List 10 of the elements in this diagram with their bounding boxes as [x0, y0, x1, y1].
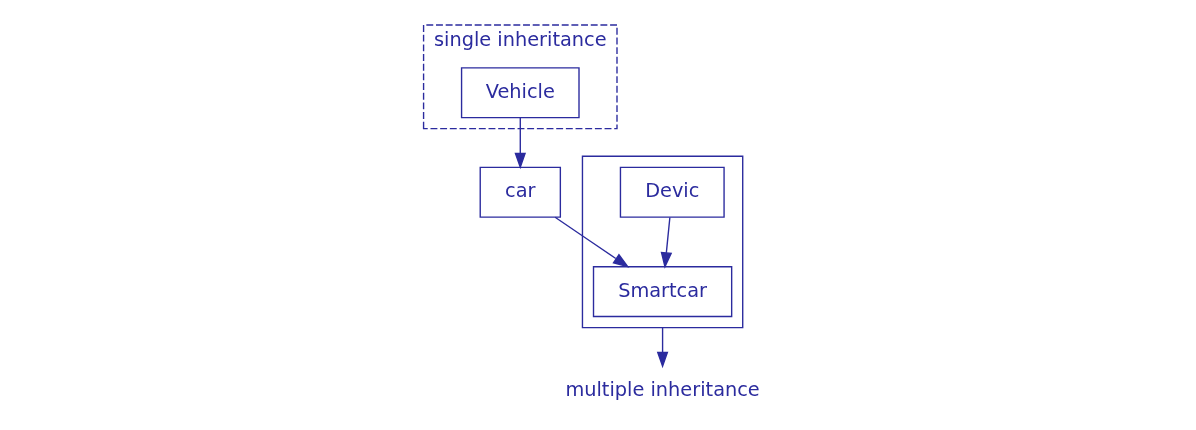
node-box: Vehicle [460, 67, 580, 119]
arrow [514, 117, 527, 170]
node-text: multiple inheritance [565, 378, 760, 402]
node-box: car [479, 166, 562, 218]
arrow [554, 216, 630, 268]
cluster [581, 155, 744, 329]
node-box: Devic [619, 166, 725, 218]
node-box: Smartcar [592, 266, 733, 318]
arrow [656, 326, 669, 369]
arrow [660, 216, 673, 269]
